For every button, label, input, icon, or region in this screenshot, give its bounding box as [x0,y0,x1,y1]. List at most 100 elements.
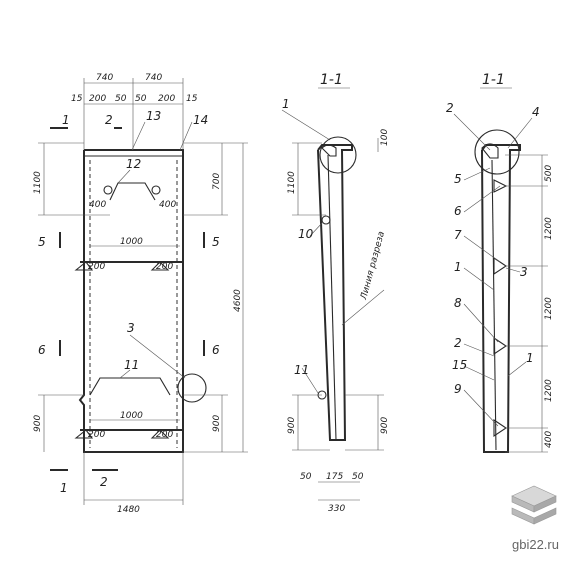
callout-11: 11 [124,358,139,372]
right-dim-1200-a: 1200 [544,217,554,240]
front-view [38,78,248,505]
cut-label-5-right: 5 [212,235,220,249]
mid-detail-circle [319,136,357,174]
callout-14: 14 [193,113,208,127]
leader-13 [131,121,146,151]
dim-15-right: 15 [186,94,198,104]
right-callout-3: 3 [520,265,528,279]
dim-50-left: 50 [115,94,127,104]
dim-200-right: 200 [158,94,175,104]
right-callout-1a: 1 [454,260,462,274]
mid-dim-330-label: 330 [328,504,345,514]
right-callout-2: 2 [446,101,454,115]
right-dim-400: 400 [544,431,554,448]
leader-12 [117,169,131,184]
dim-400-left: 400 [89,200,106,210]
cut-label-2-top: 2 [105,113,113,127]
right-leader-5 [463,167,491,181]
dim-200-c: 200 [88,430,105,440]
right-leader-4 [507,117,533,149]
right-callout-7: 7 [454,228,462,242]
leader-3 [129,334,186,379]
right-panel-outline [481,144,521,453]
anchor-marker [493,179,508,193]
dim-700-right: 700 [212,173,222,190]
mid-leader-10 [309,221,324,237]
bottom-opening-outline [89,377,171,396]
mid-leader-1 [281,109,331,141]
right-dim-1200-c: 1200 [544,379,554,402]
panel-outline [78,149,184,453]
cut-label-5-left: 5 [38,235,46,249]
front-labels: 740 740 15 200 50 50 200 15 1 2 13 14 12… [33,73,243,515]
cut-label-2-bottom: 2 [100,475,108,489]
mid-dim-50-right: 50 [352,472,364,482]
mid-leader-note [341,289,385,326]
right-callout-1b: 1 [526,351,534,365]
dim-200-d: 200 [156,430,173,440]
right-leader-1b [507,361,527,377]
right-leader-9 [463,389,499,427]
right-leader-7 [463,235,501,263]
mid-callout-10: 10 [298,227,314,241]
anchor-marker [493,418,507,438]
right-detail-circle [474,129,520,175]
mid-bump-10 [321,215,331,225]
callout-12: 12 [126,157,141,171]
triangle-marker [150,261,170,271]
anchor-marker [493,256,507,276]
dim-1100-left: 1100 [33,171,43,194]
dim-740-left: 740 [96,73,113,83]
right-leader-2 [453,113,491,151]
watermark-text: gbi22.ru [512,537,559,552]
mid-dim-900-left-label: 900 [287,417,297,434]
triangle-marker [74,261,94,271]
right-dim-500: 500 [544,165,554,182]
right-leader-6 [463,185,501,213]
callout-3: 3 [127,321,135,335]
triangle-marker [74,429,94,439]
dim-900-left: 900 [33,415,43,432]
dim-400-right: 400 [159,200,176,210]
right-dim-1200-b: 1200 [544,297,554,320]
right-callout-6: 6 [454,204,462,218]
mid-dim-50-left: 50 [300,472,312,482]
right-callout-15: 15 [452,358,467,372]
mid-section: 1-1 1 10 11 Линия разреза 1100 900 100 9… [281,72,390,514]
mid-dim-900-right-label: 900 [380,417,390,434]
mid-hook [321,144,337,157]
mid-inner-line [327,154,337,441]
dim-200-left: 200 [89,94,106,104]
cut-label-1-top: 1 [62,113,70,127]
right-callout-8: 8 [454,296,462,310]
right-callout-2b: 2 [454,336,462,350]
mid-dim-100-label: 100 [380,129,390,146]
dim-1480: 1480 [117,505,140,515]
right-leader-1a [463,267,495,291]
right-hook [481,143,499,159]
triangle-marker [150,429,170,439]
mid-section-title: 1-1 [320,72,343,88]
dim-15-left: 15 [71,94,83,104]
hole-right [151,185,161,195]
mid-dim-175: 175 [326,472,343,482]
dim-200-b: 200 [156,262,173,272]
right-leader-8 [463,303,499,343]
mid-dim-1100-label: 1100 [287,171,297,194]
mid-callout-1: 1 [282,97,290,111]
cut-label-6-right: 6 [212,343,220,357]
right-callout-5: 5 [454,172,462,186]
right-leader-15 [463,365,495,381]
logo-slabs-icon [511,485,557,525]
dim-1000-bottom: 1000 [120,411,143,421]
dim-1000-top: 1000 [120,237,143,247]
dim-200-a: 200 [88,262,105,272]
dim-4600: 4600 [233,289,243,312]
right-inner-line [491,159,497,451]
right-section: 1-1 2 4 5 6 7 1 3 [446,72,554,453]
cut-label-6-left: 6 [38,343,46,357]
mid-leader-11 [301,367,319,394]
top-opening-outline [109,182,156,201]
dim-50-right: 50 [135,94,147,104]
detail-circle-3 [177,373,207,403]
